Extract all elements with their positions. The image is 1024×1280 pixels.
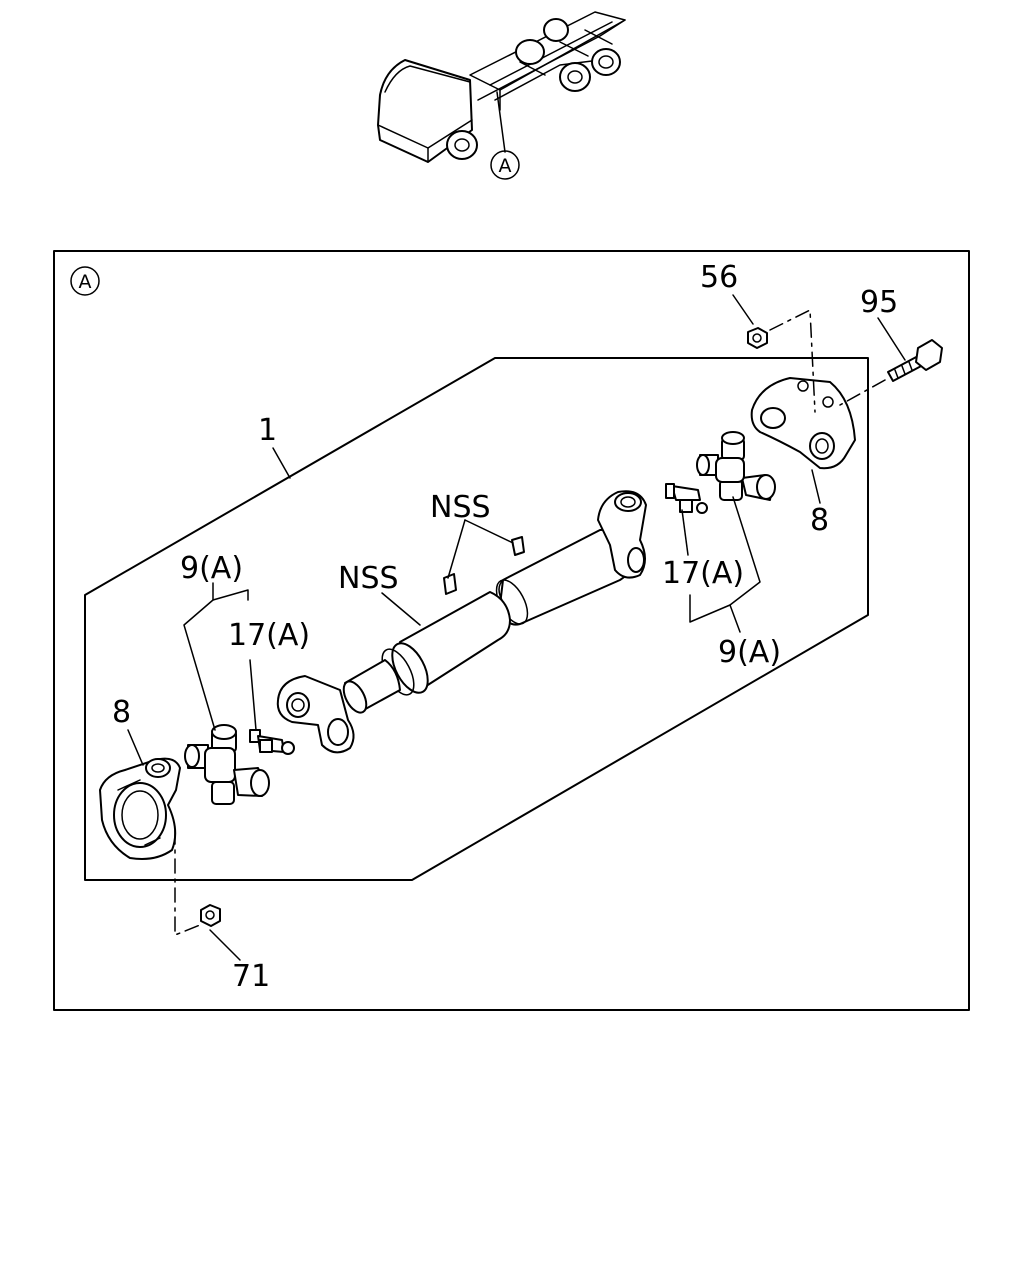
- detail-frame: [53, 250, 970, 1011]
- label-part-17a-right: 17(A): [662, 556, 744, 591]
- view-marker-label: A: [79, 271, 92, 293]
- propeller-shaft: [276, 490, 647, 754]
- grease-nipple-left: [249, 729, 295, 755]
- balance-weight-top: [511, 536, 525, 556]
- grease-nipple-right: [665, 483, 708, 514]
- label-part-9a-right: 9(A): [718, 635, 781, 670]
- assembly-boundary: [84, 357, 869, 881]
- universal-joint-left: [184, 724, 270, 805]
- nut-71: [200, 904, 221, 927]
- label-part-8-left: 8: [112, 695, 131, 730]
- view-marker-circle: [70, 266, 100, 296]
- balance-weight-left: [443, 573, 457, 595]
- label-part-17a-left: 17(A): [228, 618, 310, 653]
- bolt-95: [887, 339, 943, 382]
- label-part-9a-left: 9(A): [180, 551, 243, 586]
- label-nss-left: NSS: [338, 561, 399, 596]
- callout-circle-overview: [490, 150, 520, 180]
- universal-joint-right: [696, 431, 776, 501]
- label-part-95: 95: [860, 285, 898, 320]
- nut-56: [747, 327, 768, 349]
- overview-callout-label: A: [499, 155, 512, 177]
- label-nss-top: NSS: [430, 490, 491, 525]
- leader-lines: [127, 294, 906, 961]
- label-part-1: 1: [258, 413, 277, 448]
- truck-overview: A: [377, 11, 626, 180]
- label-part-8-right: 8: [810, 503, 829, 538]
- flange-yoke-right: [750, 377, 856, 470]
- label-part-56: 56: [700, 260, 738, 295]
- label-part-71: 71: [232, 959, 270, 994]
- flange-yoke-left: [99, 757, 181, 860]
